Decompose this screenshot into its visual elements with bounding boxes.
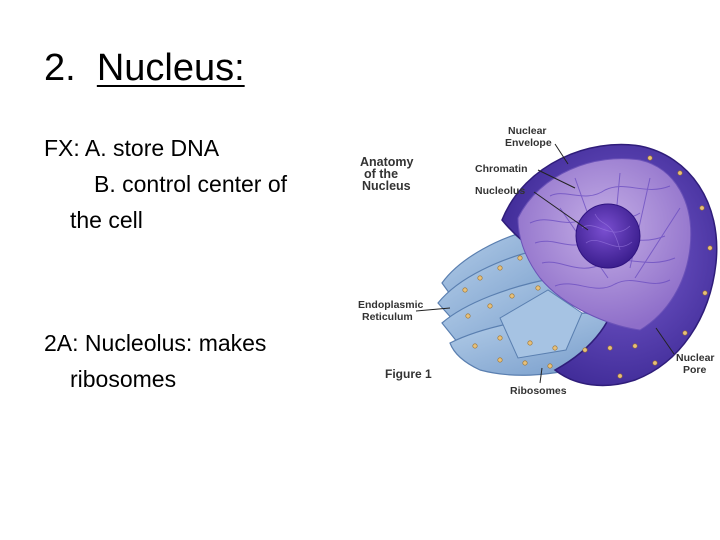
function-line-b: B. control center of [94, 171, 288, 197]
nucleolus-shape [575, 203, 641, 269]
slide-title: 2. Nucleus: [44, 44, 245, 92]
nucleolus-line-cont: ribosomes [70, 366, 177, 392]
nucleus-illustration: Anatomy of the Nucleus Nuclear Envelope … [358, 125, 718, 397]
label-endoplasmic-reticulum: Endoplasmic Reticulum [358, 299, 426, 323]
slide-number: 2. [44, 47, 76, 89]
leader-nuclear-pore [655, 327, 675, 355]
label-chromatin: Chromatin [475, 163, 528, 175]
label-ribosomes: Ribosomes [510, 385, 567, 397]
nucleolus-line: 2A: Nucleolus: makes [44, 330, 267, 356]
leader-nuclear-envelope [554, 143, 569, 165]
nucleolus-texture [581, 213, 633, 251]
leader-ribosomes [539, 367, 543, 384]
label-nuclear-envelope: Nuclear Envelope [505, 125, 552, 149]
nucleus-diagram: Anatomy of the Nucleus Nuclear Envelope … [350, 118, 720, 408]
ribosome-dots [462, 155, 713, 379]
title-text: Nucleus: [96, 47, 245, 89]
leader-er [415, 307, 451, 312]
label-nucleolus: Nucleolus [475, 185, 525, 197]
leader-chromatin [537, 169, 576, 189]
leader-nucleolus [533, 191, 589, 231]
figure-caption: Figure 1 [385, 367, 432, 381]
function-line-a: FX: A. store DNA [44, 135, 220, 161]
label-nuclear-pore: Nuclear Pore [676, 352, 717, 376]
function-line-b-cont: the cell [70, 207, 143, 233]
figure-heading: Anatomy of the Nucleus [360, 155, 417, 193]
